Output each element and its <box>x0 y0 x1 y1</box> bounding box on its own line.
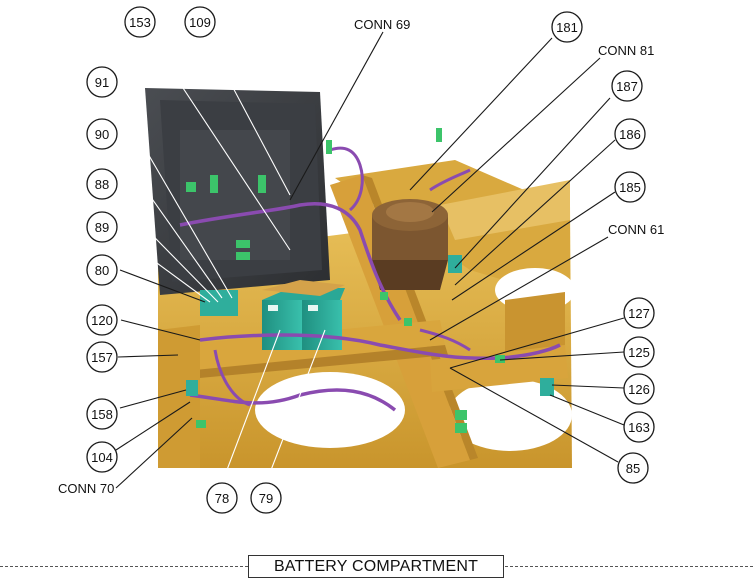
svg-text:109: 109 <box>189 15 211 30</box>
svg-text:185: 185 <box>619 180 641 195</box>
callout-88: 88 <box>86 168 118 200</box>
svg-text:80: 80 <box>95 263 109 278</box>
svg-text:88: 88 <box>95 177 109 192</box>
svg-text:126: 126 <box>628 382 650 397</box>
callout-187: 187 <box>611 70 643 102</box>
callout-85: 85 <box>617 452 649 484</box>
svg-text:104: 104 <box>91 450 113 465</box>
callout-125: 125 <box>623 336 655 368</box>
svg-text:125: 125 <box>628 345 650 360</box>
callout-104: 104 <box>86 441 118 473</box>
svg-text:89: 89 <box>95 220 109 235</box>
conn-81-label: CONN 81 <box>598 43 654 58</box>
callout-90: 90 <box>86 118 118 150</box>
callout-89: 89 <box>86 211 118 243</box>
callout-127: 127 <box>623 297 655 329</box>
callout-185: 185 <box>614 171 646 203</box>
svg-text:186: 186 <box>619 127 641 142</box>
svg-text:79: 79 <box>259 491 273 506</box>
callout-91: 91 <box>86 66 118 98</box>
callout-153: 153 <box>124 6 156 38</box>
svg-text:78: 78 <box>215 491 229 506</box>
callout-109: 109 <box>184 6 216 38</box>
svg-text:181: 181 <box>556 20 578 35</box>
svg-text:158: 158 <box>91 407 113 422</box>
svg-text:90: 90 <box>95 127 109 142</box>
callout-158: 158 <box>86 398 118 430</box>
callout-126: 126 <box>623 373 655 405</box>
callout-186: 186 <box>614 118 646 150</box>
conn-70-label: CONN 70 <box>58 481 114 496</box>
callout-80: 80 <box>86 254 118 286</box>
footer-title: BATTERY COMPARTMENT <box>248 555 504 578</box>
svg-text:120: 120 <box>91 313 113 328</box>
leader-lines <box>109 31 625 489</box>
svg-text:85: 85 <box>626 461 640 476</box>
conn-69-label: CONN 69 <box>354 17 410 32</box>
callout-163: 163 <box>623 411 655 443</box>
svg-text:187: 187 <box>616 79 638 94</box>
callout-78: 78 <box>206 482 238 514</box>
svg-text:163: 163 <box>628 420 650 435</box>
svg-text:153: 153 <box>129 15 151 30</box>
conn-61-label: CONN 61 <box>608 222 664 237</box>
svg-text:157: 157 <box>91 350 113 365</box>
machine-illustration <box>145 88 575 468</box>
svg-text:91: 91 <box>95 75 109 90</box>
callout-79: 79 <box>250 482 282 514</box>
callout-181: 181 <box>551 11 583 43</box>
callout-120: 120 <box>86 304 118 336</box>
svg-text:127: 127 <box>628 306 650 321</box>
callout-157: 157 <box>86 341 118 373</box>
